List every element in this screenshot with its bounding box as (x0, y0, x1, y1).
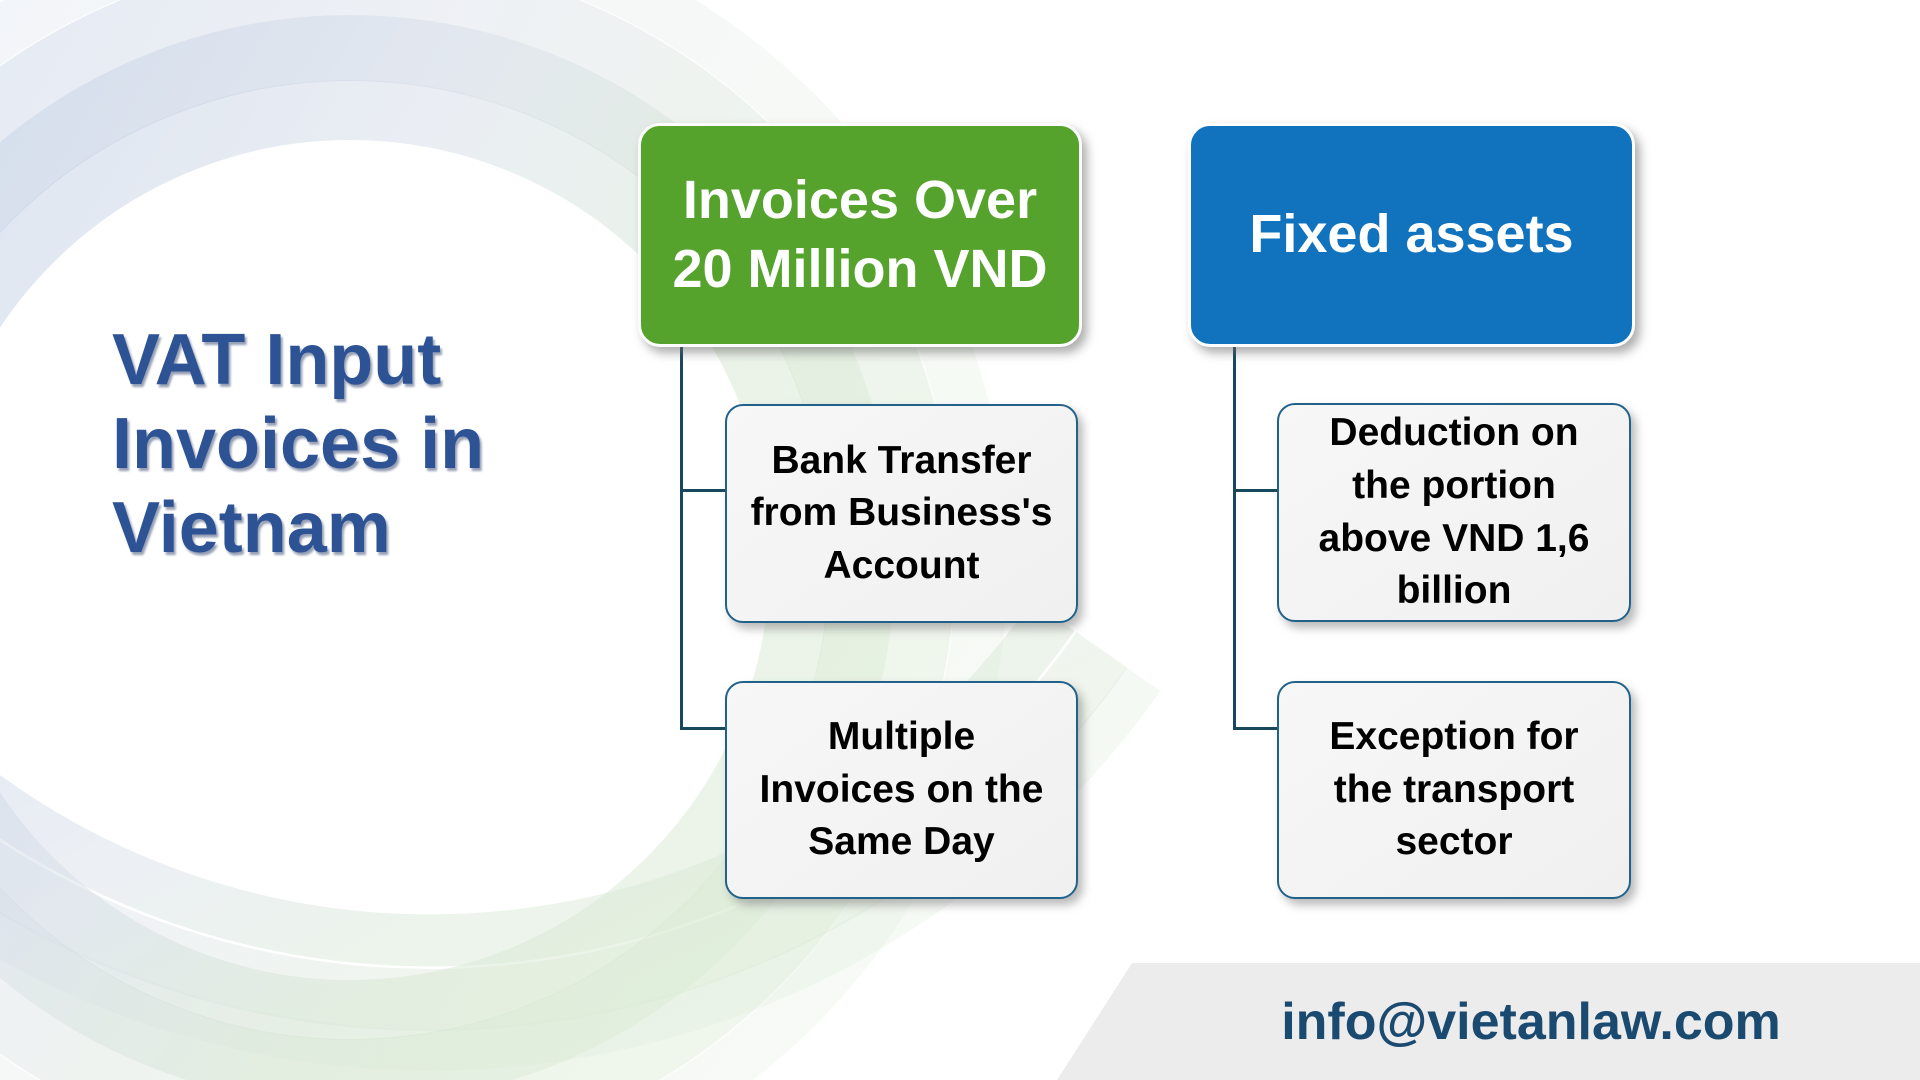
connector-branch-col2-child1 (1233, 489, 1277, 492)
slide-title: VAT Input Invoices in Vietnam (112, 320, 485, 569)
header-box-invoices-over-20m: Invoices Over 20 Million VND (638, 123, 1082, 347)
connector-branch-col1-child1 (680, 489, 725, 492)
footer-email: info@vietanlaw.com (1281, 992, 1781, 1051)
connector-vertical-col1 (680, 347, 683, 730)
child-box-bank-transfer: Bank Transfer from Business's Account (725, 404, 1078, 623)
connector-branch-col1-child2 (680, 727, 725, 730)
connector-vertical-col2 (1233, 347, 1236, 730)
footer-band: info@vietanlaw.com (1057, 963, 1920, 1080)
child-box-transport-exception: Exception for the transport sector (1277, 681, 1631, 899)
header-box-fixed-assets: Fixed assets (1188, 123, 1635, 347)
connector-branch-col2-child2 (1233, 727, 1277, 730)
child-box-deduction-portion: Deduction on the portion above VND 1,6 b… (1277, 403, 1631, 622)
child-box-multiple-invoices: Multiple Invoices on the Same Day (725, 681, 1078, 899)
